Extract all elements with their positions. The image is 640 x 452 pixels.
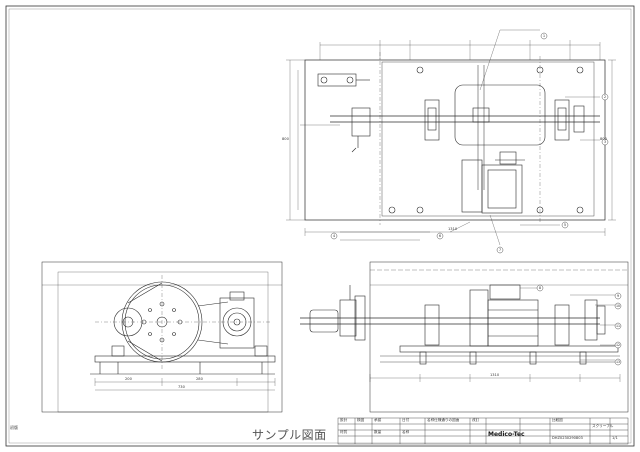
title-block-lines <box>337 417 629 445</box>
side-view <box>41 261 283 413</box>
dim-front-overall: 1310 <box>490 373 500 377</box>
balloon-label: 7 <box>499 248 501 252</box>
dim-plan-height: 800 <box>282 137 289 141</box>
balloon-1 <box>540 32 548 40</box>
balloon-label: 6 <box>439 234 441 238</box>
balloon-label: 11 <box>616 324 620 328</box>
balloon-9 <box>614 292 622 300</box>
front-view <box>300 261 629 413</box>
balloon-label: 8 <box>539 286 541 290</box>
balloon-7 <box>496 246 504 254</box>
watermark-text: サンプル図面 <box>252 428 327 442</box>
tb-check: 検図 <box>357 418 365 422</box>
corner-mark: 初版 <box>10 425 18 430</box>
balloon-label: 3 <box>604 140 606 144</box>
tb-scale: 比較図 <box>552 418 563 422</box>
tb-date: 日付 <box>402 418 410 422</box>
balloon-10 <box>614 302 622 310</box>
balloon-6 <box>436 232 444 240</box>
balloon-8 <box>536 284 544 292</box>
tb-brand: Medico-Tec <box>488 431 525 438</box>
tb-rev: 改訂 <box>472 418 480 422</box>
balloon-5 <box>561 221 569 229</box>
tb-customer: 名称仕様通りの図面 <box>427 418 460 422</box>
tb-approve: 承認 <box>374 418 382 422</box>
tb-qty: 数量 <box>374 430 382 434</box>
balloon-label: 9 <box>617 294 619 298</box>
balloon-label: 12 <box>616 343 620 347</box>
balloon-13 <box>614 358 622 366</box>
sheet-border <box>5 5 635 447</box>
balloon-label: 1 <box>543 34 545 38</box>
dim-side-b: 280 <box>196 377 203 381</box>
balloon-label: 10 <box>616 304 620 308</box>
tb-name: 名称 <box>402 430 410 434</box>
dim-side-c: 730 <box>178 385 185 389</box>
balloon-3 <box>601 138 609 146</box>
balloon-11 <box>614 322 622 330</box>
balloon-label: 5 <box>564 223 566 227</box>
dim-plan-overall: 1310 <box>448 227 458 231</box>
front-balloons <box>536 284 622 366</box>
balloon-label: 2 <box>604 95 606 99</box>
balloon-12 <box>614 341 622 349</box>
tb-sheet: 1/1 <box>612 436 618 440</box>
tb-drawing-no: DHZ0230290803 <box>552 436 583 440</box>
balloon-label: 4 <box>333 234 335 238</box>
dim-side-a: 200 <box>125 377 132 381</box>
tb-title: スクリーフル <box>592 424 614 428</box>
plan-balloons <box>330 32 609 254</box>
tb-material: 材質 <box>340 430 348 434</box>
tb-draw: 設計 <box>340 418 348 422</box>
balloon-label: 13 <box>616 360 620 364</box>
plan-view <box>286 29 616 246</box>
balloon-2 <box>601 93 609 101</box>
dim-side-d: 800 <box>600 137 607 141</box>
balloon-4 <box>330 232 338 240</box>
sheet-inner-border <box>8 8 632 444</box>
